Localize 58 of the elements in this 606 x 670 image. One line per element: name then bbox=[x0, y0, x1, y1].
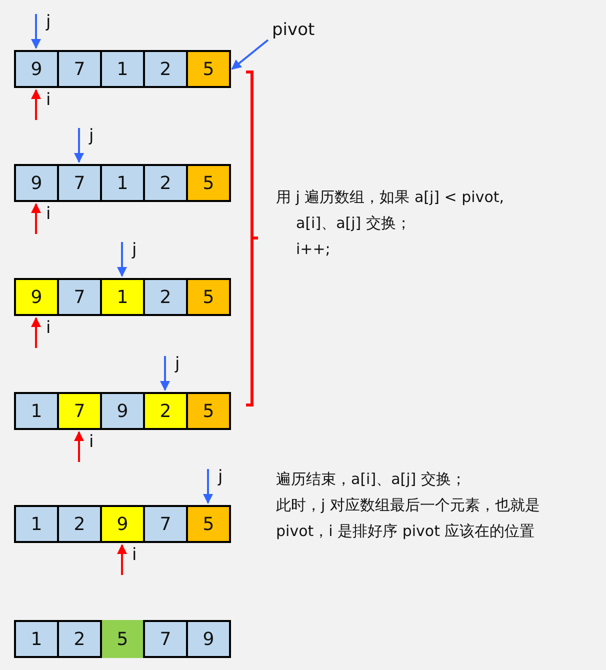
note-text: i++; bbox=[296, 240, 330, 258]
array-cell: 5 bbox=[100, 620, 145, 658]
arrow bbox=[117, 242, 127, 277]
arrow bbox=[31, 317, 41, 348]
array-cell: 1 bbox=[14, 620, 59, 658]
pivot-label: pivot bbox=[272, 20, 315, 40]
note-text: 用 j 遍历数组，如果 a[j] < pivot, bbox=[276, 188, 504, 207]
arrow bbox=[74, 431, 84, 462]
array-cell: 7 bbox=[57, 392, 102, 430]
arrow bbox=[117, 544, 127, 575]
arrow bbox=[31, 203, 41, 234]
array-cell: 9 bbox=[14, 164, 59, 202]
edge-label: j bbox=[89, 126, 94, 146]
note-text: 遍历结束，a[i]、a[j] 交换； bbox=[276, 470, 466, 489]
array-cell: 5 bbox=[186, 164, 231, 202]
array-cell: 5 bbox=[186, 392, 231, 430]
array-cell: 1 bbox=[14, 392, 59, 430]
edge-label: j bbox=[175, 354, 180, 374]
arrow bbox=[31, 89, 41, 120]
array-cell: 9 bbox=[186, 620, 231, 658]
array-cell: 2 bbox=[143, 50, 188, 88]
array-cell: 7 bbox=[57, 50, 102, 88]
array-cell: 9 bbox=[100, 392, 145, 430]
note-text: pivot，i 是排好序 pivot 应该在的位置 bbox=[276, 522, 535, 541]
array-cell: 1 bbox=[14, 505, 59, 543]
array-cell: 5 bbox=[186, 50, 231, 88]
edge-label: i bbox=[46, 90, 51, 110]
edge-label: j bbox=[46, 12, 51, 32]
edge-label: i bbox=[46, 204, 51, 224]
array-cell: 9 bbox=[100, 505, 145, 543]
array-cell: 9 bbox=[14, 50, 59, 88]
array-cell: 2 bbox=[57, 620, 102, 658]
arrow bbox=[203, 469, 213, 504]
array-cell: 1 bbox=[100, 278, 145, 316]
arrow bbox=[231, 39, 269, 70]
array-cell: 5 bbox=[186, 278, 231, 316]
edge-label: j bbox=[132, 240, 137, 260]
array-cell: 7 bbox=[57, 278, 102, 316]
note-text: a[i]、a[j] 交换； bbox=[296, 214, 411, 233]
array-cell: 7 bbox=[143, 505, 188, 543]
array-cell: 7 bbox=[143, 620, 188, 658]
array-cell: 2 bbox=[57, 505, 102, 543]
note-text: 此时，j 对应数组最后一个元素，也就是 bbox=[276, 496, 540, 515]
array-cell: 1 bbox=[100, 50, 145, 88]
arrow bbox=[160, 356, 170, 391]
edge-label: i bbox=[46, 318, 51, 338]
array-cell: 9 bbox=[14, 278, 59, 316]
array-cell: 2 bbox=[143, 278, 188, 316]
array-cell: 5 bbox=[186, 505, 231, 543]
array-cell: 2 bbox=[143, 164, 188, 202]
edge-label: j bbox=[218, 467, 223, 487]
arrow bbox=[31, 14, 41, 49]
array-cell: 7 bbox=[57, 164, 102, 202]
arrow bbox=[74, 128, 84, 163]
array-cell: 1 bbox=[100, 164, 145, 202]
array-cell: 2 bbox=[143, 392, 188, 430]
edge-label: i bbox=[89, 432, 94, 452]
edge-label: i bbox=[132, 545, 137, 565]
